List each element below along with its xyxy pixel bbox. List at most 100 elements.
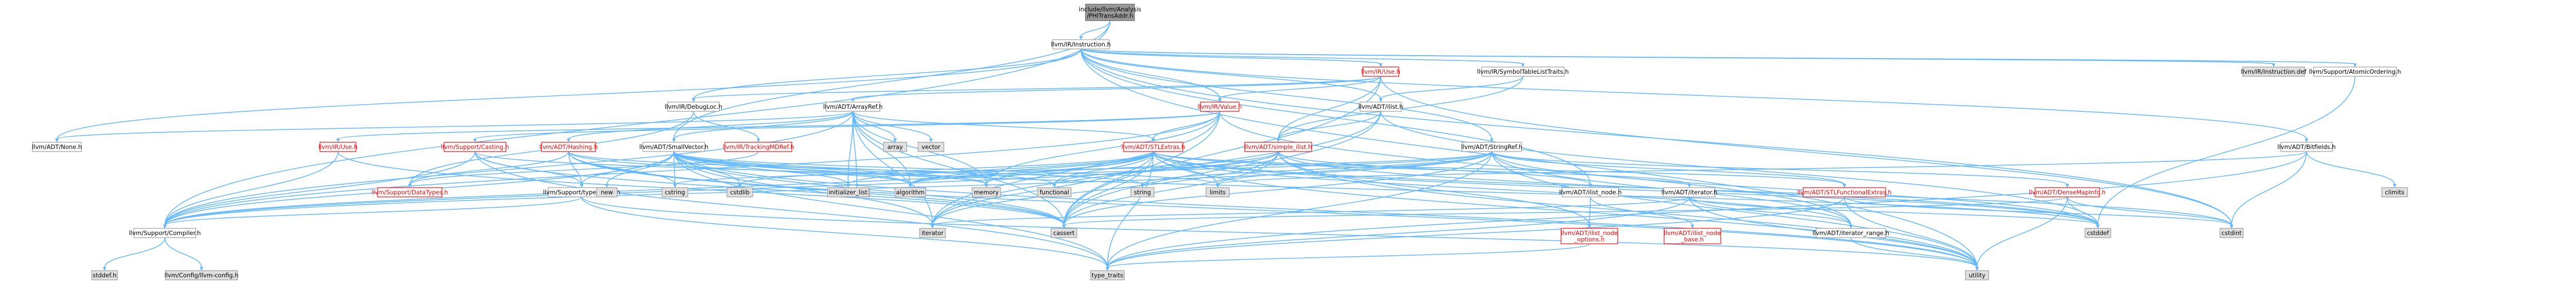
dependency-edge bbox=[1107, 243, 1590, 268]
graph-node-smallvector[interactable]: llvm/ADT/SmallVector.h bbox=[639, 142, 708, 152]
dependency-arrowhead bbox=[691, 98, 696, 102]
dependency-arrowhead bbox=[408, 184, 412, 188]
dependency-edge bbox=[848, 151, 1154, 185]
dependency-edge bbox=[1080, 20, 1111, 37]
graph-node-iruse[interactable]: llvm/IR/Use.h bbox=[1361, 66, 1400, 77]
node-label: llvm/ADT/iterator.h bbox=[1662, 189, 1718, 196]
node-box bbox=[642, 142, 705, 152]
node-label: llvm/ADT/ilist_node bbox=[1561, 229, 1618, 237]
dependency-edge bbox=[673, 151, 849, 185]
graph-node-ilistnodeoptions[interactable]: llvm/ADT/ilist_node_options.h bbox=[1561, 228, 1618, 244]
graph-node-ilistnodebase[interactable]: llvm/ADT/ilist_node_base.h bbox=[1664, 228, 1721, 244]
dependency-edge bbox=[852, 111, 931, 140]
node-label: cstring bbox=[665, 189, 685, 196]
graph-node-compiler[interactable]: llvm/Support/Compiler.h bbox=[129, 228, 201, 238]
dependency-edge bbox=[1063, 151, 1154, 226]
node-label: vector bbox=[922, 143, 941, 151]
graph-node-casting[interactable]: llvm/Support/Casting.h bbox=[441, 142, 509, 152]
dependency-edge bbox=[56, 48, 1081, 140]
graph-node-root[interactable]: include/llvm/Analysis/PHITransAddr.h bbox=[1079, 4, 1141, 21]
node-box bbox=[918, 142, 944, 152]
node-box bbox=[1462, 142, 1522, 152]
dependency-arrowhead bbox=[2096, 225, 2100, 228]
node-label: initializer_list bbox=[828, 189, 868, 196]
dependency-edge bbox=[337, 111, 1221, 140]
dependency-edge bbox=[1080, 48, 1221, 99]
dependency-edge bbox=[164, 151, 338, 226]
graph-node-cstdlib: cstdlib bbox=[726, 187, 753, 197]
dependency-edge bbox=[164, 111, 1221, 226]
node-box bbox=[2313, 66, 2397, 77]
graph-node-typetraits: type_traits bbox=[1090, 270, 1125, 280]
graph-node-stlextras[interactable]: llvm/ADT/STLExtras.h bbox=[1122, 142, 1185, 152]
dependency-arrowhead bbox=[567, 139, 570, 142]
dependency-arrowhead bbox=[2304, 139, 2309, 142]
graph-node-atomicordering[interactable]: llvm/Support/AtomicOrdering.h bbox=[2309, 66, 2401, 77]
node-box bbox=[377, 187, 443, 197]
node-label: /PHITransAddr.h bbox=[1087, 12, 1133, 19]
node-box bbox=[1037, 187, 1072, 197]
dependency-edge bbox=[1491, 151, 1978, 268]
graph-node-iruse2[interactable]: llvm/IR/Use.h bbox=[318, 142, 358, 152]
dependency-edge bbox=[1153, 151, 1845, 185]
node-label: llvm/ADT/Bitfields.h bbox=[2277, 143, 2335, 151]
dependency-arrowhead bbox=[2393, 184, 2397, 188]
graph-node-none[interactable]: llvm/ADT/None.h bbox=[32, 142, 82, 152]
node-label: llvm/ADT/iterator_range.h bbox=[1812, 229, 1889, 237]
graph-node-iteratorrange[interactable]: llvm/ADT/iterator_range.h bbox=[1812, 228, 1889, 238]
graph-node-stringref[interactable]: llvm/ADT/StringRef.h bbox=[1461, 142, 1522, 152]
dependency-edge bbox=[1589, 196, 1591, 226]
graph-node-debugloc[interactable]: llvm/IR/DebugLoc.h bbox=[665, 102, 722, 112]
dependency-edge bbox=[474, 151, 987, 185]
dependency-edge bbox=[1844, 196, 1978, 268]
dependency-edge bbox=[852, 111, 1154, 140]
dependency-edge bbox=[1080, 48, 2307, 140]
graph-node-irvalue[interactable]: llvm/IR/Value.h bbox=[1197, 102, 1242, 112]
dependency-edge bbox=[104, 237, 165, 268]
node-box bbox=[667, 102, 720, 112]
graph-node-symtablelisttraits[interactable]: llvm/IR/SymbolTableListTraits.h bbox=[1477, 66, 1569, 77]
node-label: llvm/Config/llvm-config.h bbox=[164, 272, 239, 279]
node-box bbox=[1663, 187, 1716, 197]
node-label: llvm/ADT/simple_ilist.h bbox=[1245, 143, 1312, 151]
node-box bbox=[919, 228, 946, 238]
dependency-arrowhead bbox=[673, 184, 677, 188]
node-box bbox=[894, 187, 926, 197]
dependency-edge bbox=[1689, 196, 2098, 226]
dependency-edge bbox=[606, 151, 674, 185]
graph-node-arrayref[interactable]: llvm/ADT/ArrayRef.h bbox=[823, 102, 883, 112]
graph-node-array: array bbox=[883, 142, 907, 152]
dependency-edge bbox=[1080, 48, 1493, 140]
graph-node-bitfields[interactable]: llvm/ADT/Bitfields.h bbox=[2277, 142, 2336, 152]
dependency-edge bbox=[673, 151, 740, 185]
node-label: cstddef bbox=[2087, 229, 2109, 237]
dependency-arrowhead bbox=[893, 139, 897, 142]
graph-node-ilistnode[interactable]: llvm/ADT/ilist_node.h bbox=[1559, 187, 1622, 197]
dependency-edge bbox=[409, 151, 569, 185]
graph-node-ilist[interactable]: llvm/ADT/ilist.h bbox=[1359, 102, 1403, 112]
dependency-edge bbox=[1107, 151, 1154, 268]
node-box bbox=[1130, 187, 1155, 197]
dependency-edge bbox=[1219, 111, 1852, 226]
node-box bbox=[1562, 187, 1619, 197]
graph-node-iterator[interactable]: llvm/ADT/iterator.h bbox=[1662, 187, 1718, 197]
dependency-arrowhead bbox=[1276, 139, 1280, 142]
graph-node-ilisttraits[interactable]: llvm/ADT/simple_ilist.h bbox=[1244, 142, 1312, 152]
dependency-edge bbox=[986, 151, 1154, 185]
graph-node-trackingmdref[interactable]: llvm/IR/TrackingMDRef.h bbox=[723, 142, 794, 152]
dependency-edge bbox=[1080, 48, 1523, 64]
node-label: algorithm bbox=[896, 189, 925, 196]
dependency-edge bbox=[164, 196, 582, 226]
graph-node-stlfunctionalextras[interactable]: llvm/ADT/STLFunctionalExtras.h bbox=[1797, 187, 1892, 197]
graph-node-datatypes[interactable]: llvm/Support/DataTypes.h bbox=[371, 187, 448, 197]
node-label: llvm/ADT/ilist_node.h bbox=[1559, 189, 1621, 196]
graph-node-instruction[interactable]: llvm/IR/Instruction.h bbox=[1051, 39, 1111, 49]
graph-node-cstdint: cstdint bbox=[2219, 228, 2244, 238]
graph-node-densemapinfo[interactable]: llvm/ADT/DenseMapInfo.h bbox=[2029, 187, 2106, 197]
graph-node-hashing[interactable]: llvm/ADT/Hashing.h bbox=[539, 142, 598, 152]
node-label: llvm/ADT/DenseMapInfo.h bbox=[2029, 189, 2106, 196]
dependency-edge bbox=[474, 151, 1108, 268]
node-label: _options.h bbox=[1573, 236, 1604, 243]
dependency-edge bbox=[932, 196, 1690, 226]
dependency-edge bbox=[474, 151, 1064, 226]
